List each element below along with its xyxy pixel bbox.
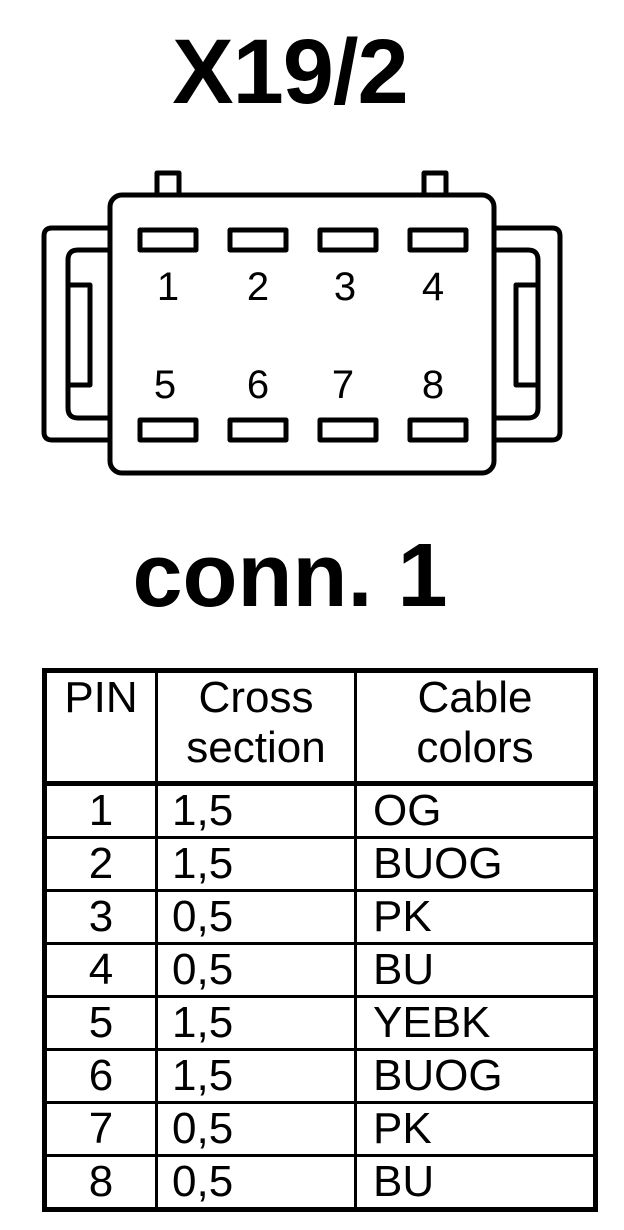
pin-label-4: 4	[422, 265, 444, 309]
table-row: 3 0,5 PK	[43, 889, 597, 945]
header-colors-line2: colors	[416, 723, 534, 772]
cell-pin: 2	[43, 836, 158, 892]
contact-slot-6	[227, 417, 289, 443]
cell-pin: 1	[43, 782, 158, 839]
contact-slot-7	[317, 417, 379, 443]
table-row: 5 1,5 YEBK	[43, 995, 597, 1051]
cell-cross-section: 1,5	[155, 1048, 357, 1104]
cell-pin: 8	[43, 1154, 158, 1211]
cell-cable-color: YEBK	[354, 995, 597, 1051]
contact-slot-8	[407, 417, 469, 443]
contact-slot-5	[137, 417, 199, 443]
contact-slot-3	[317, 227, 379, 253]
table-header-row: PIN Cross section Cable colors	[43, 669, 597, 785]
cell-cross-section: 0,5	[155, 889, 357, 945]
top-tab-right	[421, 170, 449, 198]
cell-cable-color: BU	[354, 942, 597, 998]
connector-diagram: 1 2 3 4 5 6 7 8	[41, 170, 563, 476]
pin-label-5: 5	[154, 363, 176, 407]
cell-cross-section: 1,5	[155, 782, 357, 839]
pin-label-1: 1	[157, 265, 179, 309]
cell-cross-section: 0,5	[155, 1154, 357, 1211]
cell-cable-color: OG	[354, 782, 597, 839]
top-tab-left	[154, 170, 182, 198]
cell-cross-section: 1,5	[155, 836, 357, 892]
cell-cable-color: PK	[354, 1101, 597, 1157]
cell-cross-section: 0,5	[155, 1101, 357, 1157]
header-cross-section: Cross section	[155, 669, 357, 785]
cell-pin: 7	[43, 1101, 158, 1157]
pin-label-7: 7	[332, 363, 354, 407]
pin-label-6: 6	[247, 363, 269, 407]
table-row: 4 0,5 BU	[43, 942, 597, 998]
header-colors-line1: Cable	[417, 673, 533, 722]
cell-pin: 3	[43, 889, 158, 945]
pin-label-2: 2	[247, 265, 269, 309]
cell-cross-section: 0,5	[155, 942, 357, 998]
table-row: 2 1,5 BUOG	[43, 836, 597, 892]
table-row: 6 1,5 BUOG	[43, 1048, 597, 1104]
table-row: 1 1,5 OG	[43, 782, 597, 839]
table-row: 7 0,5 PK	[43, 1101, 597, 1157]
cell-pin: 4	[43, 942, 158, 998]
right-latch	[494, 225, 563, 443]
header-cross-line2: section	[186, 723, 326, 772]
connector-body	[107, 192, 497, 476]
pin-label-8: 8	[422, 363, 444, 407]
left-latch	[41, 225, 112, 443]
pin-label-3: 3	[334, 265, 356, 309]
cell-pin: 5	[43, 995, 158, 1051]
connector-subtitle: conn. 1	[132, 526, 448, 626]
left-latch-slot	[65, 282, 93, 388]
contact-slot-2	[227, 227, 289, 253]
cell-pin: 6	[43, 1048, 158, 1104]
pin-table: PIN Cross section Cable colors 1 1,5 OG …	[42, 668, 598, 1212]
contact-slot-1	[137, 227, 199, 253]
cell-cross-section: 1,5	[155, 995, 357, 1051]
header-pin: PIN	[43, 669, 158, 785]
connector-title: X19/2	[172, 21, 408, 123]
cell-cable-color: BUOG	[354, 836, 597, 892]
contact-slot-4	[407, 227, 469, 253]
cell-cable-color: BU	[354, 1154, 597, 1211]
cell-cable-color: BUOG	[354, 1048, 597, 1104]
header-cable-colors: Cable colors	[354, 669, 597, 785]
right-latch-slot	[513, 282, 541, 388]
header-cross-line1: Cross	[198, 673, 314, 722]
cell-cable-color: PK	[354, 889, 597, 945]
table-row: 8 0,5 BU	[43, 1154, 597, 1211]
